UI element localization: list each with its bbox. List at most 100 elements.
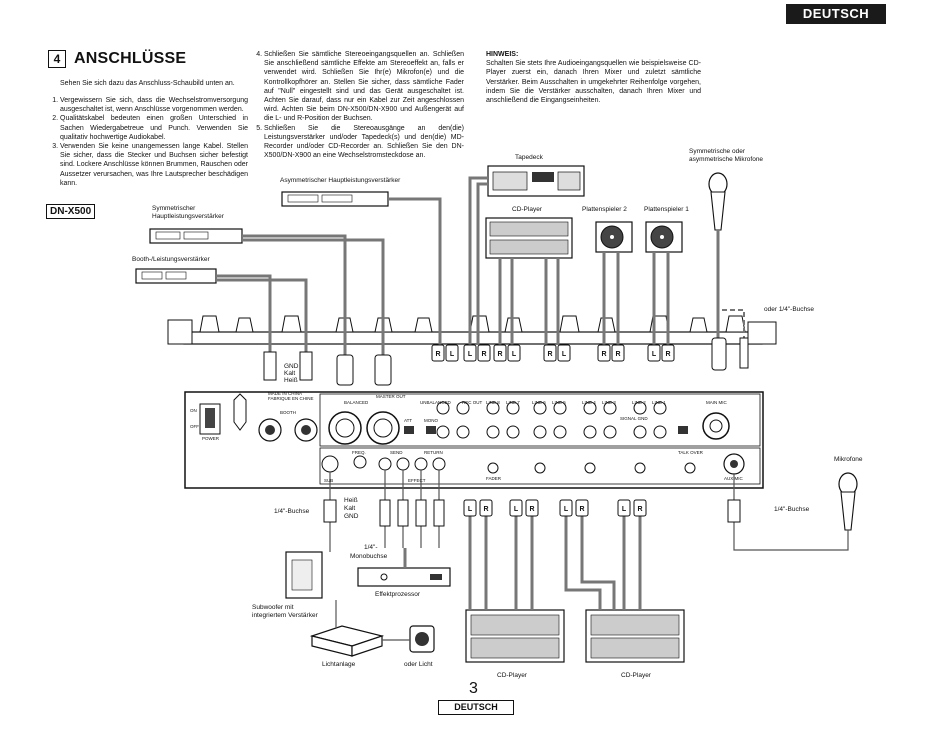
panel-off: OFF	[190, 424, 199, 429]
rca-r-2: R	[481, 351, 486, 358]
label-or-quarter: oder 1/4"-Buchse	[764, 306, 815, 313]
step-2: Qualitätskabel bedeuten einen großen Unt…	[60, 114, 248, 142]
rca-l-5: L	[652, 351, 657, 358]
rca-b-l-1: L	[468, 506, 473, 513]
step-4: Schließen Sie sämtliche Stereoeingangsqu…	[264, 50, 464, 124]
panel-on: ON	[190, 408, 197, 413]
rca-r-5: R	[601, 351, 606, 358]
panel-master-out: MASTER OUT	[376, 394, 406, 399]
cd-player-bottom-2	[585, 609, 685, 663]
booth-amplifier	[135, 268, 217, 284]
hinweis-title: HINWEIS:	[486, 51, 519, 58]
panel-line3: LINE 3	[602, 400, 616, 405]
panel-line7: LINE 7	[506, 400, 520, 405]
rca-r-1: R	[435, 351, 440, 358]
turntable-1	[645, 221, 683, 253]
rca-l-4: L	[562, 351, 567, 358]
intro-text: Sehen Sie sich dazu das Anschluss-Schaub…	[60, 80, 235, 87]
sym-amplifier	[149, 228, 243, 244]
rca-l-2: L	[468, 351, 473, 358]
rca-plugs-top: R L L R R L R L R R L R	[431, 344, 675, 362]
panel-line5: LINE 5	[552, 400, 566, 405]
panel-freq: FREQ.	[352, 450, 366, 455]
microphone-top	[708, 172, 728, 231]
label-lightshow: Lichtanlage	[322, 661, 356, 668]
rca-b-l-4: L	[622, 506, 627, 513]
cables	[216, 176, 849, 641]
label-heiss-2: Heiß	[344, 497, 358, 504]
footer-language-tab: DEUTSCH	[438, 700, 514, 715]
rca-b-r-4: R	[637, 506, 642, 513]
label-asym-amp: Asymmetrischer Hauptleistungsverstärker	[280, 177, 401, 184]
label-tapedeck: Tapedeck	[515, 154, 543, 161]
rca-l-1: L	[450, 351, 455, 358]
panel-main-mic: MAIN MIC	[706, 400, 727, 405]
label-booth-amp: Booth-/Leistungsverstärker	[132, 256, 210, 263]
subwoofer-device	[285, 551, 323, 599]
label-cd-player-bottom-2: CD-Player	[621, 672, 651, 679]
label-effect: Effektprozessor	[375, 591, 421, 598]
label-sym-amp-2: Hauptleistungsverstärker	[152, 213, 224, 220]
effect-processor-device	[357, 567, 451, 587]
steps-left: Vergewissern Sie sich, dass die Wechsels…	[48, 96, 248, 188]
label-sym-amp-1: Symmetrischer	[152, 205, 196, 212]
mixer-top-profile	[167, 315, 777, 345]
label-subwoofer-2: integriertem Verstärker	[252, 612, 318, 619]
panel-att: ATT	[404, 418, 412, 423]
rca-b-r-3: R	[579, 506, 584, 513]
panel-sub: SUB	[324, 478, 333, 483]
hinweis-text: Schalten Sie stets Ihre Audioeingangsque…	[486, 60, 701, 105]
label-kalt: Kalt	[284, 370, 296, 377]
cd-player-top-device	[485, 217, 573, 259]
label-mono-2: Monobuchse	[350, 553, 388, 560]
label-mono-1: 1/4"-	[364, 544, 378, 551]
steps-middle: Schließen Sie sämtliche Stereoeingangsqu…	[252, 50, 464, 160]
rca-b-r-2: R	[529, 506, 534, 513]
panel-balanced: BALANCED	[344, 400, 369, 405]
label-cd-player-top: CD-Player	[512, 206, 542, 213]
panel-send: SEND	[390, 450, 403, 455]
label-quarter-jack-right: 1/4"-Buchse	[774, 506, 810, 513]
panel-made-in-1: MADE IN CHINA	[268, 391, 302, 396]
panel-return: RETURN	[424, 450, 443, 455]
rca-b-r-1: R	[483, 506, 488, 513]
cd-player-bottom-1	[465, 609, 565, 663]
panel-mono: MONO	[424, 418, 438, 423]
plugs	[263, 337, 749, 527]
rca-r-7: R	[665, 351, 670, 358]
tapedeck-device	[487, 165, 585, 197]
label-kalt-2: Kalt	[344, 505, 356, 512]
label-gnd: GND	[284, 363, 299, 370]
panel-talk-over: TALK OVER	[678, 450, 704, 455]
label-cd-player-bottom-1: CD-Player	[497, 672, 527, 679]
section-title: ANSCHLÜSSE	[74, 50, 187, 67]
panel-signal-gnd: SIGNAL GND	[620, 416, 648, 421]
turntable-2	[595, 221, 633, 253]
section-heading: 4 ANSCHLÜSSE	[48, 50, 186, 68]
rca-b-l-2: L	[514, 506, 519, 513]
panel-power: POWER	[202, 436, 220, 441]
panel-aux-mic: AUX MIC	[724, 476, 744, 481]
panel-labels: ON OFF POWER MADE IN CHINA FABRIQUE EN C…	[190, 391, 744, 483]
microphone-right	[838, 472, 858, 531]
light-device	[409, 625, 435, 653]
label-quarter-jack-left: 1/4"-Buchse	[274, 508, 310, 515]
step-3: Verwenden Sie keine unangemessen lange K…	[60, 142, 248, 188]
rca-r-6: R	[615, 351, 620, 358]
panel-unbal: UNBALANCED	[420, 400, 452, 405]
label-mic-sym-2: asymmetrische Mikrofone	[689, 156, 764, 163]
rca-l-3: L	[512, 351, 517, 358]
mixer-rear-panel	[184, 391, 764, 489]
lightshow-device	[309, 625, 385, 657]
step-1: Vergewissern Sie sich, dass die Wechsels…	[60, 96, 248, 114]
label-heiss: Heiß	[284, 377, 298, 384]
model-tag: DN-X500	[46, 204, 96, 219]
label-turntable-1: Plattenspieler 1	[644, 206, 689, 213]
section-number: 4	[48, 50, 66, 68]
panel-line2: LINE 2	[632, 400, 646, 405]
panel-rec-out: REC OUT	[462, 400, 483, 405]
label-microphone: Mikrofone	[834, 456, 863, 463]
rca-b-l-3: L	[564, 506, 569, 513]
asym-amplifier	[281, 191, 389, 207]
